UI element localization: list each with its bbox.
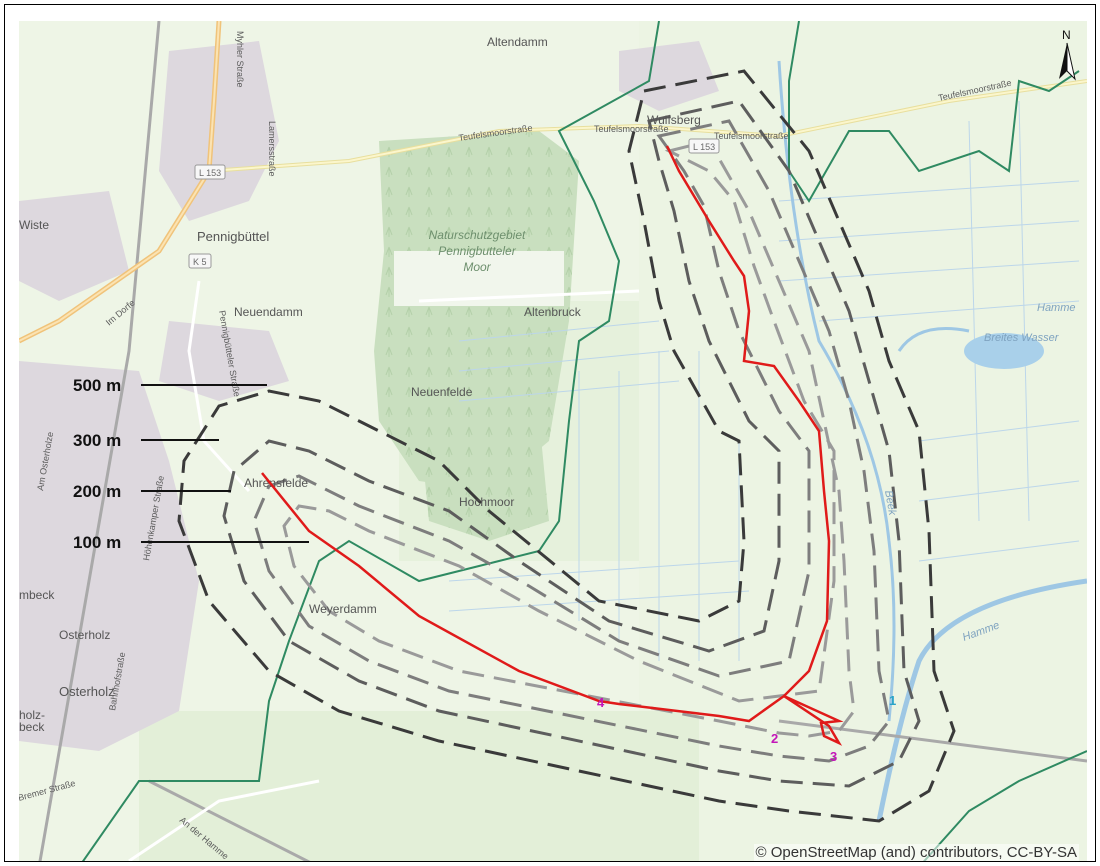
place-label-hochmoor: Hochmoor bbox=[459, 495, 514, 509]
place-label-osterholz-small: Osterholz bbox=[59, 628, 110, 642]
buffer-outline-100m bbox=[282, 139, 856, 738]
place-label-hamme: Hamme bbox=[1037, 302, 1076, 314]
place-label-altenbruck: Altenbruck bbox=[524, 305, 582, 319]
place-label-pennigbuttel: Pennigbüttel bbox=[197, 229, 269, 244]
place-label-beek: Beek bbox=[882, 489, 898, 516]
buffer-legend: 500 m 300 m 200 m 100 m bbox=[73, 376, 309, 552]
buffer-legend-100m: 100 m bbox=[73, 533, 121, 552]
urban-area bbox=[19, 41, 719, 751]
road-label-teufelsmoor-east: Teufelsmoorstraße bbox=[714, 131, 789, 141]
north-arrow-icon: N bbox=[1059, 28, 1076, 81]
measurement-points: 1 2 3 4 bbox=[597, 693, 896, 764]
map-panel[interactable]: Teufelsmoorstraße Teufelsmoorstraße Teuf… bbox=[19, 21, 1087, 861]
road-label-teufelsmoor-mid: Teufelsmoorstraße bbox=[594, 124, 669, 134]
road-label-lamers: Lamersstraße bbox=[267, 121, 277, 177]
road-badge-l153-west: L 153 bbox=[199, 168, 221, 178]
place-label-neuendamm: Neuendamm bbox=[234, 305, 303, 319]
road-badge-k5: K 5 bbox=[193, 257, 207, 267]
buffer-legend-300m: 300 m bbox=[73, 431, 121, 450]
road-badge-l153-east: L 153 bbox=[693, 142, 715, 152]
road-label-myhler: Myhler Straße bbox=[235, 31, 245, 88]
buffer-legend-500m: 500 m bbox=[73, 376, 121, 395]
place-label-wulfsberg: Wulfsberg bbox=[647, 113, 701, 127]
measurement-point-4: 4 bbox=[597, 695, 605, 710]
measurement-point-1: 1 bbox=[889, 693, 896, 708]
reserve-label-line-2: Pennigbutteler bbox=[438, 244, 516, 258]
map-attribution[interactable]: © OpenStreetMap (and) contributors, CC-B… bbox=[753, 844, 1079, 861]
figure-frame: Teufelsmoorstraße Teufelsmoorstraße Teuf… bbox=[4, 4, 1096, 862]
reserve-label-line-3: Moor bbox=[463, 260, 491, 274]
place-label-scharmbeck: mbeck bbox=[19, 588, 55, 602]
buffer-legend-200m: 200 m bbox=[73, 482, 121, 501]
route-line bbox=[261, 145, 844, 746]
map-canvas: Teufelsmoorstraße Teufelsmoorstraße Teuf… bbox=[19, 21, 1087, 861]
measurement-point-3: 3 bbox=[830, 749, 837, 764]
buffer-zones bbox=[177, 69, 956, 823]
north-label: N bbox=[1062, 28, 1071, 42]
water-bodies bbox=[777, 60, 1087, 822]
place-label-breites-wasser: Breites Wasser bbox=[984, 332, 1060, 344]
place-label-wiste: Wiste bbox=[19, 218, 49, 232]
place-labels: Altendamm Wulfsberg Wiste Pennigbüttel N… bbox=[19, 35, 1076, 734]
drainage-ditches bbox=[448, 100, 1080, 661]
place-label-weyerdamm: Weyerdamm bbox=[309, 602, 377, 616]
municipality-boundary bbox=[81, 21, 1087, 861]
roads bbox=[19, 21, 1087, 861]
place-label-altendamm: Altendamm bbox=[487, 35, 548, 49]
place-label-ahrensfelde: Ahrensfelde bbox=[244, 476, 308, 490]
buffer-outline-300m bbox=[222, 99, 921, 788]
reserve-label: Naturschutzgebiet Pennigbutteler Moor bbox=[429, 228, 526, 274]
place-label-beck: beck bbox=[19, 720, 45, 734]
reserve-label-line-1: Naturschutzgebiet bbox=[429, 228, 526, 242]
buffer-outline-500m bbox=[177, 69, 956, 823]
place-label-neuenfelde: Neuenfelde bbox=[411, 385, 473, 399]
buffer-outline-200m bbox=[252, 119, 891, 763]
place-label-holz: holz- bbox=[19, 708, 45, 722]
measurement-point-2: 2 bbox=[771, 731, 778, 746]
road-badges: L 153 L 153 K 5 bbox=[188, 138, 720, 269]
place-label-osterholz: Osterholz bbox=[59, 684, 115, 699]
